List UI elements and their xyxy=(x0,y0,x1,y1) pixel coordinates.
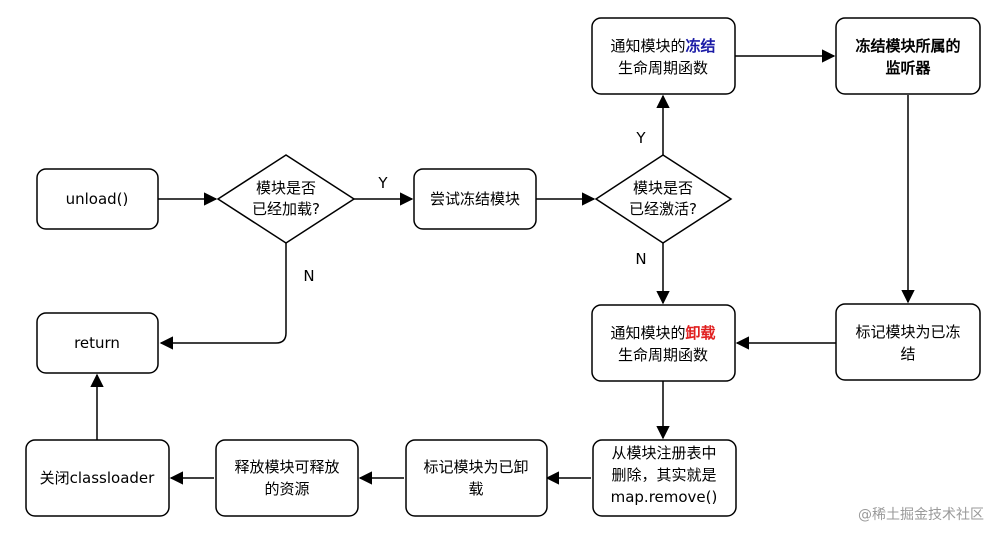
decision-loaded: 模块是否 已经加载? xyxy=(216,154,356,244)
node-notify-freeze-line2: 生命周期函数 xyxy=(618,59,708,77)
node-notify-freeze: 通知模块的冻结 生命周期函数 xyxy=(591,17,736,95)
node-remove-registry-line1: 从模块注册表中 xyxy=(611,444,716,462)
node-freeze-listener-line1: 冻结模块所属的 xyxy=(855,37,960,55)
edge-label-active-no: N xyxy=(635,250,646,268)
notify-unload-highlight: 卸载 xyxy=(686,324,716,342)
node-mark-frozen: 标记模块为已冻 结 xyxy=(835,303,981,381)
node-notify-unload-line2: 生命周期函数 xyxy=(618,346,708,364)
node-notify-unload: 通知模块的卸载 生命周期函数 xyxy=(591,304,736,382)
node-remove-registry-line2: 删除，其实就是 xyxy=(611,466,716,484)
edge-label-loaded-no: N xyxy=(303,267,314,285)
node-mark-unloaded-line1: 标记模块为已卸 xyxy=(423,458,528,476)
node-remove-registry-line3: map.remove() xyxy=(611,488,718,506)
decision-loaded-line1: 模块是否 xyxy=(256,179,316,197)
decision-loaded-line2: 已经加载? xyxy=(252,200,320,218)
node-mark-unloaded: 标记模块为已卸 载 xyxy=(405,439,548,517)
watermark: @稀土掘金技术社区 xyxy=(858,507,984,523)
node-try-freeze-label: 尝试冻结模块 xyxy=(430,190,520,208)
node-close-loader-label: 关闭classloader xyxy=(40,469,156,487)
node-release: 释放模块可释放 的资源 xyxy=(215,439,359,517)
node-freeze-listener: 冻结模块所属的 监听器 xyxy=(835,17,981,95)
node-freeze-listener-line2: 监听器 xyxy=(885,59,931,77)
node-return: return xyxy=(36,312,159,374)
node-remove-registry: 从模块注册表中 删除，其实就是 map.remove() xyxy=(592,439,737,517)
decision-active: 模块是否 已经激活? xyxy=(594,154,733,244)
edge-label-active-yes: Y xyxy=(635,129,646,147)
node-unload: unload() xyxy=(36,168,159,230)
node-release-line1: 释放模块可释放 xyxy=(234,458,339,476)
node-close-loader: 关闭classloader xyxy=(25,439,170,517)
node-release-line2: 的资源 xyxy=(264,480,309,498)
node-mark-frozen-line2: 结 xyxy=(900,345,915,363)
notify-freeze-highlight: 冻结 xyxy=(686,37,716,55)
decision-active-line2: 已经激活? xyxy=(629,200,697,218)
edges xyxy=(90,49,915,485)
node-notify-unload-line1: 通知模块的卸载 xyxy=(610,324,715,342)
node-unload-label: unload() xyxy=(66,190,129,208)
edge-label-loaded-yes: Y xyxy=(377,174,388,192)
node-mark-unloaded-line2: 载 xyxy=(468,480,483,498)
notify-unload-prefix: 通知模块的 xyxy=(610,324,685,342)
edge-loaded-no-to-return xyxy=(159,243,287,350)
node-mark-frozen-line1: 标记模块为已冻 xyxy=(855,323,960,341)
node-try-freeze: 尝试冻结模块 xyxy=(413,168,537,230)
decision-active-line1: 模块是否 xyxy=(633,179,693,197)
node-return-label: return xyxy=(74,334,120,352)
notify-freeze-prefix: 通知模块的 xyxy=(610,37,685,55)
node-notify-freeze-line1: 通知模块的冻结 xyxy=(610,37,715,55)
